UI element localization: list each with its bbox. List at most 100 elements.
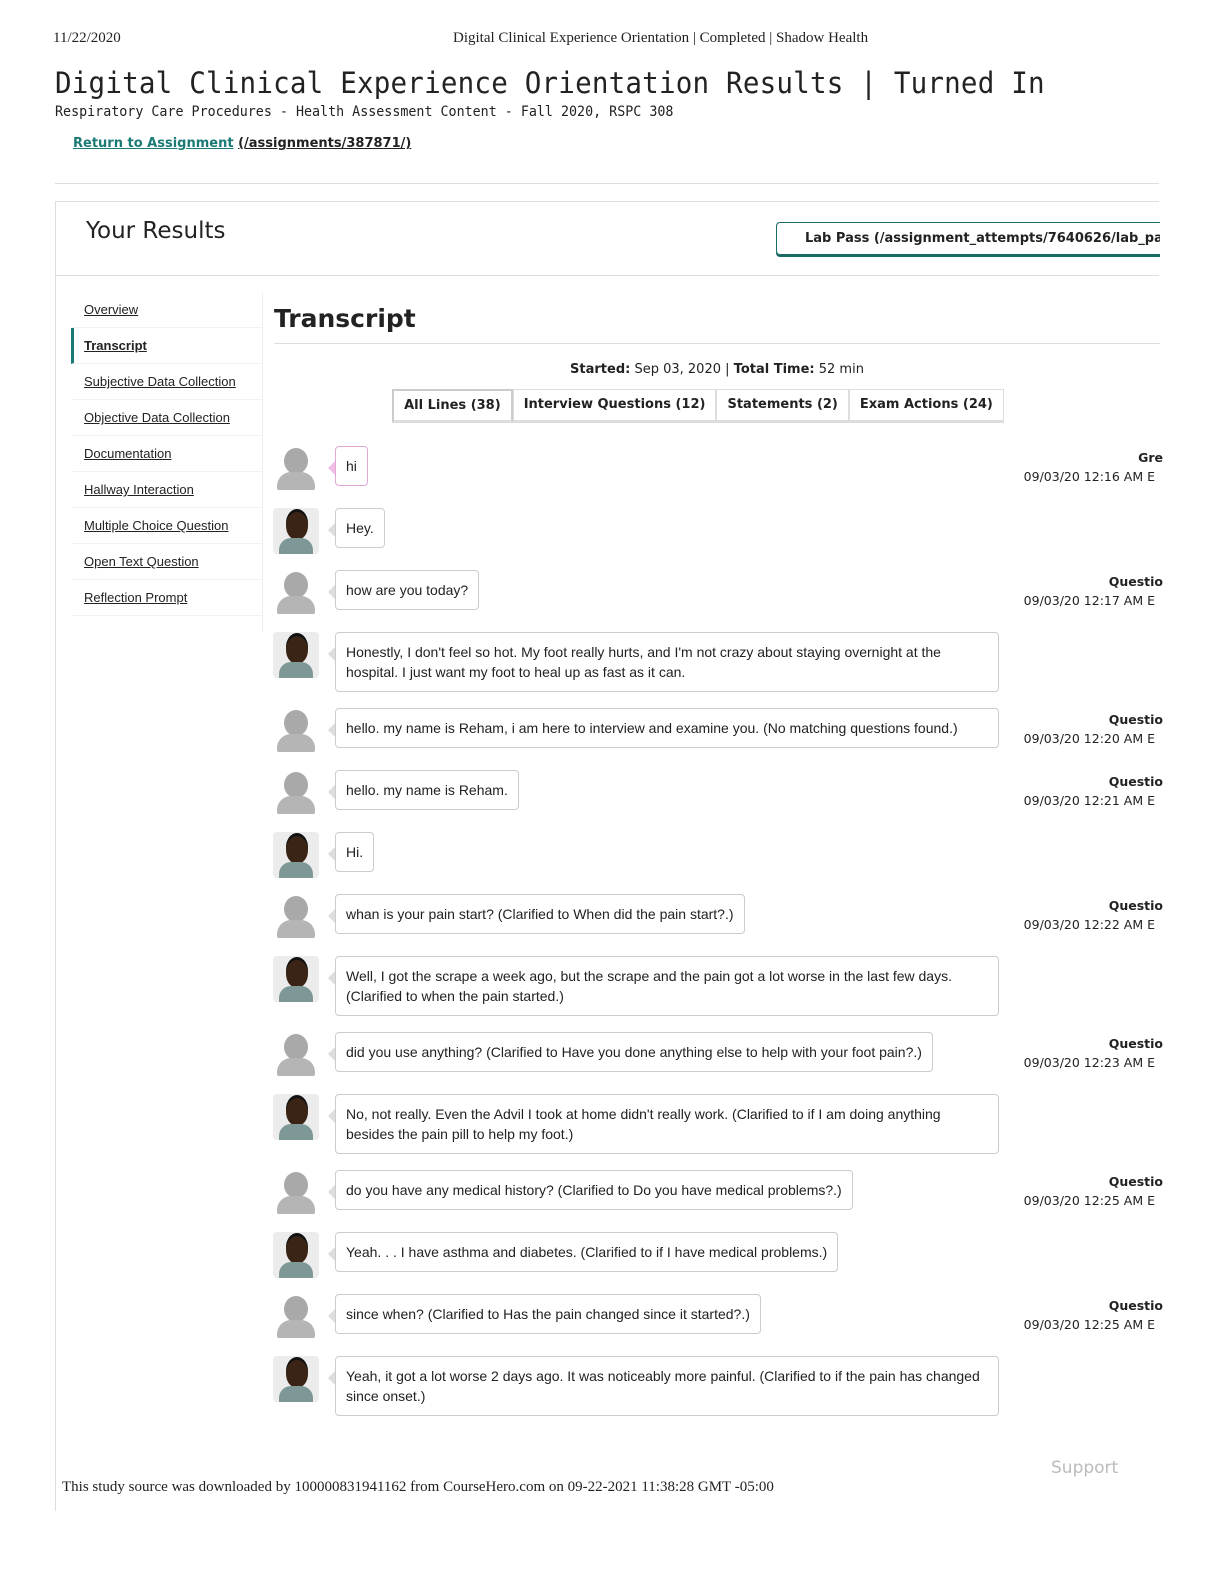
tab-interview-questions[interactable]: Interview Questions (12) bbox=[512, 389, 717, 423]
print-date: 11/22/2020 bbox=[53, 30, 121, 46]
avatar-body bbox=[277, 920, 315, 938]
sidebar-item-documentation[interactable]: Documentation bbox=[71, 436, 262, 472]
sidebar-item-transcript[interactable]: Transcript bbox=[71, 328, 262, 364]
return-link[interactable]: Return to Assignment bbox=[73, 136, 234, 151]
line-type-label: Questio bbox=[1108, 1298, 1163, 1313]
sidebar-item-reflection-prompt[interactable]: Reflection Prompt bbox=[71, 580, 262, 616]
separator: | bbox=[725, 362, 730, 377]
patient-avatar bbox=[273, 1094, 319, 1140]
transcript-filter-tabs: All Lines (38)Interview Questions (12)St… bbox=[236, 389, 1160, 423]
avatar-body bbox=[279, 538, 313, 554]
speech-bubble: hi bbox=[328, 446, 368, 486]
student-avatar bbox=[273, 770, 319, 816]
line-timestamp: 09/03/20 12:16 AM E bbox=[1023, 469, 1155, 484]
download-footer: This study source was downloaded by 1000… bbox=[62, 1479, 774, 1495]
divider bbox=[274, 343, 1160, 344]
sidebar-item-open-text-question[interactable]: Open Text Question bbox=[71, 544, 262, 580]
transcript-line: did you use anything? (Clarified to Have… bbox=[273, 1032, 1163, 1078]
results-header: Your Results Lab Pass (/assignment_attem… bbox=[56, 202, 1160, 276]
tab-statements[interactable]: Statements (2) bbox=[716, 389, 849, 423]
sidebar-item-overview[interactable]: Overview bbox=[71, 292, 262, 328]
results-heading: Your Results bbox=[86, 218, 226, 244]
line-timestamp: 09/03/20 12:22 AM E bbox=[1023, 917, 1155, 932]
transcript-line: hi Gre 09/03/20 12:16 AM E bbox=[273, 446, 1163, 492]
speech-bubble: Honestly, I don't feel so hot. My foot r… bbox=[328, 632, 999, 692]
avatar-body bbox=[279, 1124, 313, 1140]
avatar-body bbox=[277, 1320, 315, 1338]
avatar-head bbox=[284, 572, 308, 598]
speech-bubble: No, not really. Even the Advil I took at… bbox=[328, 1094, 999, 1154]
transcript-line: do you have any medical history? (Clarif… bbox=[273, 1170, 1163, 1216]
line-timestamp: 09/03/20 12:17 AM E bbox=[1023, 593, 1155, 608]
avatar-head bbox=[284, 1034, 308, 1060]
speech-bubble: Yeah, it got a lot worse 2 days ago. It … bbox=[328, 1356, 999, 1416]
avatar-head bbox=[284, 1172, 308, 1198]
transcript-line: Honestly, I don't feel so hot. My foot r… bbox=[273, 632, 1163, 692]
speech-bubble: hello. my name is Reham, i am here to in… bbox=[328, 708, 999, 748]
started-value: Sep 03, 2020 bbox=[634, 362, 721, 377]
patient-avatar bbox=[273, 1232, 319, 1278]
transcript-line: No, not really. Even the Advil I took at… bbox=[273, 1094, 1163, 1154]
speech-bubble: whan is your pain start? (Clarified to W… bbox=[328, 894, 745, 934]
tab-all-lines[interactable]: All Lines (38) bbox=[392, 389, 513, 423]
patient-avatar bbox=[273, 1356, 319, 1402]
patient-avatar bbox=[273, 632, 319, 678]
student-avatar bbox=[273, 570, 319, 616]
avatar-body bbox=[277, 472, 315, 490]
student-avatar bbox=[273, 1170, 319, 1216]
avatar-body bbox=[277, 1058, 315, 1076]
started-label: Started: bbox=[570, 362, 631, 377]
line-timestamp: 09/03/20 12:25 AM E bbox=[1023, 1317, 1155, 1332]
page-title: Digital Clinical Experience Orientation … bbox=[55, 66, 1045, 100]
line-type-label: Questio bbox=[1108, 574, 1163, 589]
line-type-label: Questio bbox=[1108, 712, 1163, 727]
transcript-line: whan is your pain start? (Clarified to W… bbox=[273, 894, 1163, 940]
support-link[interactable]: Support bbox=[1051, 1458, 1119, 1478]
tab-exam-actions[interactable]: Exam Actions (24) bbox=[848, 389, 1004, 423]
avatar-body bbox=[279, 1262, 313, 1278]
avatar-head bbox=[286, 512, 308, 540]
speech-bubble: Yeah. . . I have asthma and diabetes. (C… bbox=[327, 1232, 839, 1272]
avatar-head bbox=[286, 1098, 308, 1126]
return-to-assignment[interactable]: Return to Assignment (/assignments/38787… bbox=[73, 136, 411, 151]
sidebar-item-objective-data-collection[interactable]: Objective Data Collection bbox=[71, 400, 262, 436]
line-type-label: Gre bbox=[1138, 450, 1163, 465]
transcript-line: Hi. bbox=[273, 832, 1163, 878]
speech-bubble: how are you today? bbox=[327, 570, 480, 610]
transcript-line: how are you today? Questio 09/03/20 12:17 … bbox=[273, 570, 1163, 616]
speech-bubble: do you have any medical history? (Clarif… bbox=[328, 1170, 853, 1210]
lab-pass-button[interactable]: Lab Pass (/assignment_attempts/7640626/l… bbox=[776, 222, 1160, 255]
sidebar-item-subjective-data-collection[interactable]: Subjective Data Collection bbox=[71, 364, 262, 400]
sidebar-item-hallway-interaction[interactable]: Hallway Interaction bbox=[71, 472, 262, 508]
transcript-line: hello. my name is Reham, i am here to in… bbox=[273, 708, 1163, 754]
student-avatar bbox=[273, 708, 319, 754]
print-title: Digital Clinical Experience Orientation … bbox=[453, 30, 869, 46]
speech-bubble: hello. my name is Reham. bbox=[328, 770, 519, 810]
avatar-body bbox=[277, 596, 315, 614]
transcript-line: Hey. bbox=[273, 508, 1163, 554]
avatar-head bbox=[284, 710, 308, 736]
avatar-head bbox=[284, 1296, 308, 1322]
transcript-lines: hi Gre 09/03/20 12:16 AM E Hey. how are you … bbox=[273, 446, 1163, 1432]
student-avatar bbox=[273, 446, 319, 492]
line-timestamp: 09/03/20 12:21 AM E bbox=[1023, 793, 1155, 808]
transcript-heading: Transcript bbox=[274, 304, 416, 333]
student-avatar bbox=[273, 894, 319, 940]
line-meta: Gre 09/03/20 12:16 AM E bbox=[1003, 450, 1163, 484]
sidebar-item-multiple-choice-question[interactable]: Multiple Choice Question bbox=[71, 508, 262, 544]
patient-avatar bbox=[273, 956, 319, 1002]
avatar-body bbox=[279, 662, 313, 678]
patient-avatar bbox=[273, 832, 319, 878]
avatar-body bbox=[279, 986, 313, 1002]
avatar-head bbox=[286, 1236, 308, 1264]
avatar-body bbox=[279, 1386, 313, 1402]
avatar-body bbox=[279, 862, 313, 878]
line-meta: Questio 09/03/20 12:25 AM E bbox=[1003, 1298, 1163, 1332]
avatar-head bbox=[284, 772, 308, 798]
avatar-head bbox=[286, 1360, 308, 1388]
transcript-line: Yeah, it got a lot worse 2 days ago. It … bbox=[273, 1356, 1163, 1416]
